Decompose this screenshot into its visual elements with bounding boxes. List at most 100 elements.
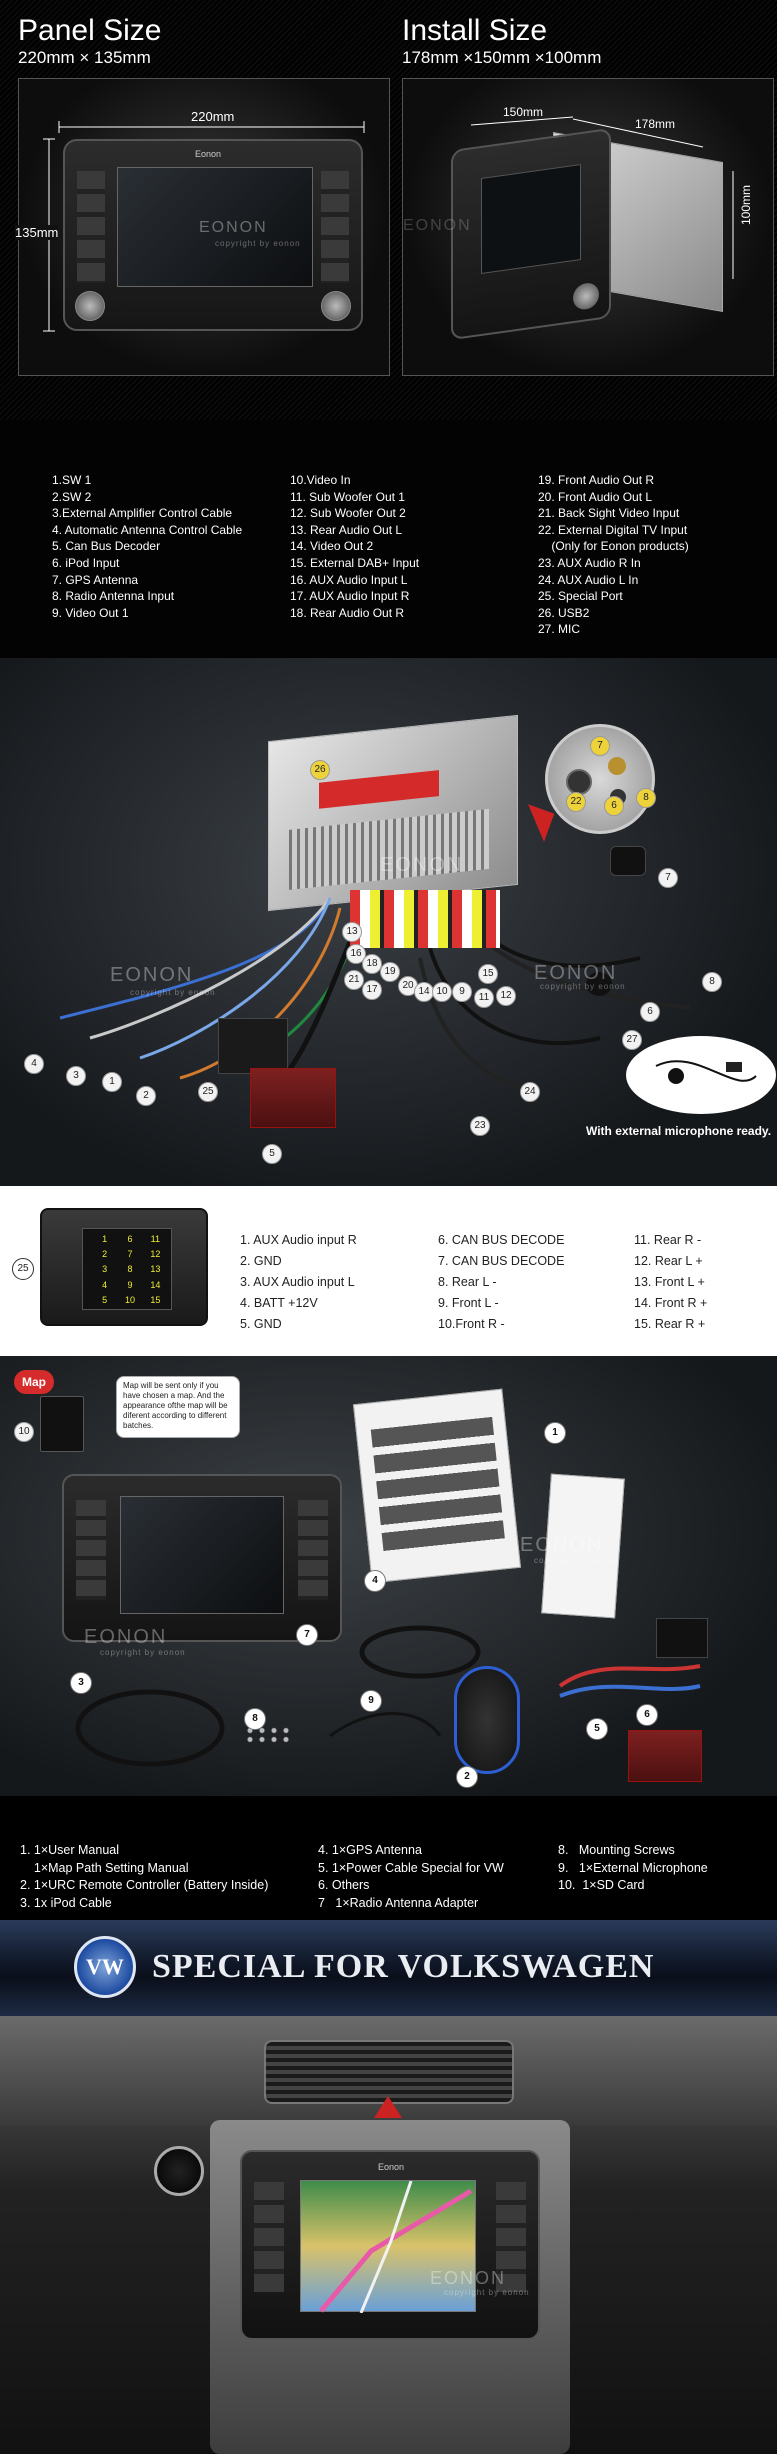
- panel-right-knob: [321, 291, 351, 321]
- connection-item: 15. External DAB+ Input: [290, 555, 420, 570]
- car-map-route: [319, 2181, 473, 2313]
- panel-watermark: EONON: [199, 219, 268, 236]
- microphone-icon: [655, 1060, 757, 1084]
- car-panel-frame: Eonon: [210, 2120, 570, 2454]
- port25-col2: 6. CAN BUS DECODE 7. CAN BUS DECODE 8. R…: [438, 1230, 564, 1335]
- port25-pin: 11: [150, 1234, 160, 1244]
- package-item: 10. 1×SD Card: [558, 1878, 645, 1892]
- package-item: 3. 1x iPod Cable: [20, 1895, 112, 1910]
- car-head-unit: Eonon: [240, 2150, 540, 2340]
- port25-pin: 6: [127, 1234, 133, 1244]
- install-depth-label: 150mm: [503, 105, 544, 119]
- panel-left-buttons: [77, 171, 105, 283]
- connection-list-col3: 19. Front Audio Out R 20. Front Audio Ou…: [538, 472, 689, 638]
- connection-item: 10.Video In: [290, 473, 351, 487]
- package-head-unit-buttons-right: [298, 1500, 328, 1600]
- connection-item: 11. Sub Woofer Out 1: [290, 489, 405, 504]
- port25-item: 5. GND: [240, 1317, 282, 1331]
- package-marker-5: 5: [586, 1718, 608, 1740]
- connection-item: 17. AUX Audio Input R: [290, 589, 410, 604]
- connection-item: (Only for Eonon products): [538, 539, 689, 554]
- package-item: 5. 1×Power Cable Special for VW: [318, 1860, 504, 1875]
- wiring-marker-27: 27: [622, 1030, 642, 1050]
- package-plug: [656, 1618, 708, 1658]
- panel-image-box: 220mm 135mm Eonon EONON copyright by eon…: [15, 78, 390, 376]
- car-watermark: EONON: [430, 2268, 507, 2288]
- port25-pin: 14: [150, 1279, 161, 1290]
- package-photo-section: Map 10 Map will be sent only if you have…: [0, 1356, 777, 1796]
- package-head-unit: [62, 1474, 342, 1642]
- port25-item: 4. BATT +12V: [240, 1296, 318, 1310]
- wiring-marker-3: 3: [66, 1066, 86, 1086]
- wiring-marker-9: 9: [452, 982, 472, 1002]
- wiring-marker-8: 8: [636, 788, 656, 808]
- connection-item: 6. iPod Input: [52, 555, 120, 570]
- package-item: 9. 1×External Microphone: [558, 1860, 708, 1875]
- wiring-watermark-copyright: copyright by eonon: [130, 988, 216, 997]
- wiring-marker-18: 18: [362, 954, 382, 974]
- connection-item: 27. MIC: [538, 622, 581, 637]
- package-item: 2. 1×URC Remote Controller (Battery Insi…: [20, 1878, 269, 1892]
- package-marker-4: 4: [364, 1570, 386, 1592]
- package-item: 6. Others: [318, 1878, 370, 1892]
- wiring-watermark: EONON: [380, 854, 464, 876]
- connection-item: 8. Radio Antenna Input: [52, 589, 175, 604]
- panel-height-label: 135mm: [15, 225, 59, 240]
- wiring-marker-10: 10: [432, 982, 452, 1002]
- wiring-marker-17: 17: [362, 980, 382, 1000]
- package-item: 4. 1×GPS Antenna: [318, 1843, 422, 1857]
- connection-item: 26. USB2: [538, 605, 590, 620]
- wiring-mic-note: With external microphone ready.: [586, 1124, 772, 1138]
- wiring-gps-antenna: [610, 846, 646, 876]
- port25-item: 6. CAN BUS DECODE: [438, 1233, 565, 1247]
- package-list-col2: 4. 1×GPS Antenna 5. 1×Power Cable Specia…: [318, 1842, 504, 1912]
- port25-item: 2. GND: [240, 1254, 282, 1268]
- panel-right-buttons: [321, 171, 349, 283]
- car-photo-section: Eonon EONON copyright by eonon: [0, 2016, 777, 2454]
- port25-pin: 5: [102, 1294, 108, 1305]
- vw-banner-title: SPECIAL FOR VOLKSWAGEN: [152, 1948, 655, 1985]
- port25-connector-face: [82, 1228, 172, 1310]
- wiring-marker-1: 1: [102, 1072, 122, 1092]
- wiring-connector-block: [218, 1018, 288, 1074]
- wiring-marker-16: 16: [346, 944, 366, 964]
- connection-item: 14. Video Out 2: [290, 539, 374, 554]
- car-vent: [264, 2040, 514, 2104]
- panel-size-title: Panel Size: [18, 14, 162, 47]
- panel-left-knob: [75, 291, 105, 321]
- install-height-label: 100mm: [739, 184, 753, 225]
- package-canbus-box: [628, 1730, 702, 1782]
- connection-item: 23. AUX Audio R In: [538, 555, 641, 570]
- wiring-marker-6b: 6: [640, 1002, 660, 1022]
- port25-pin: 13: [150, 1264, 161, 1275]
- package-item: 1×Map Path Setting Manual: [20, 1860, 189, 1875]
- car-watermark-copyright: copyright by eonon: [444, 2288, 530, 2297]
- package-marker-8: 8: [244, 1708, 266, 1730]
- port25-item: 13. Front L +: [634, 1275, 705, 1289]
- connection-item: 5. Can Bus Decoder: [52, 539, 161, 554]
- package-screws: [244, 1726, 290, 1744]
- port25-item: 15. Rear R +: [634, 1317, 706, 1331]
- wiring-marker-22: 22: [566, 792, 586, 812]
- connection-item: 22. External Digital TV Input: [538, 522, 688, 537]
- package-marker-6: 6: [636, 1704, 658, 1726]
- package-watermark-copyright: copyright by eonon: [100, 1648, 186, 1657]
- port25-pin: 8: [127, 1264, 133, 1275]
- package-cables: [75, 1625, 701, 1767]
- wiring-photo-section: With external microphone ready. EONON co…: [0, 658, 777, 1186]
- port25-pin: 3: [102, 1264, 108, 1275]
- connection-list-section: 1.SW 1 2.SW 2 3.External Amplifier Contr…: [0, 420, 777, 658]
- install-knob: [573, 281, 599, 312]
- package-item: 8. Mounting Screws: [558, 1843, 675, 1857]
- wiring-marker-25: 25: [198, 1082, 218, 1102]
- port25-pin: 1: [102, 1234, 108, 1244]
- package-marker-2: 2: [456, 1766, 478, 1788]
- wiring-watermark-copyright: copyright by eonon: [540, 982, 626, 991]
- wiring-watermark: EONON: [110, 964, 194, 986]
- connection-item: 19. Front Audio Out R: [538, 473, 655, 487]
- vw-banner-section: VW SPECIAL FOR VOLKSWAGEN: [0, 1920, 777, 2016]
- wiring-marker-12: 12: [496, 986, 516, 1006]
- connection-item: 16. AUX Audio Input L: [290, 572, 408, 587]
- connection-item: 1.SW 1: [52, 473, 92, 487]
- port25-col3: 11. Rear R - 12. Rear L + 13. Front L + …: [634, 1230, 707, 1335]
